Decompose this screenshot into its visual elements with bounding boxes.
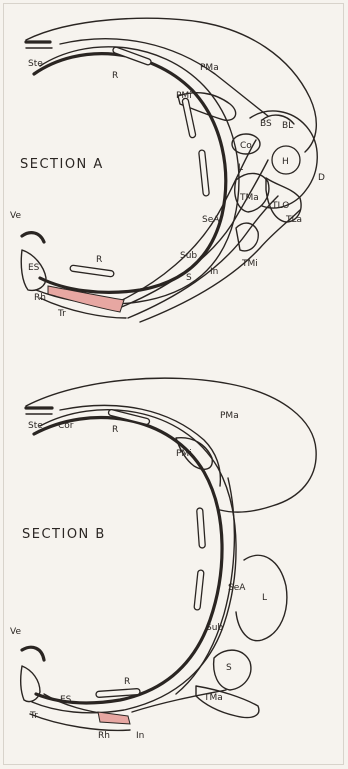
label-a-tma: TMa [239, 193, 259, 203]
label-a-in: In [210, 267, 218, 277]
label-b-pma: PMa [220, 411, 239, 421]
label-a-pma: PMa [200, 63, 219, 73]
label-a-ste: Ste [28, 59, 43, 69]
section-b-rib-2 [197, 508, 206, 548]
section-a-labels: SECTION A Ste R PMa PMi BS BL Co H D L T… [10, 59, 325, 319]
label-a-d: D [318, 173, 325, 183]
label-a-tla: TLa [285, 215, 302, 225]
section-b-rhomboid-highlight [98, 712, 130, 724]
section-a-pma-outline [26, 18, 316, 152]
label-a-bs: BS [260, 119, 272, 129]
label-b-pmi: PMi [176, 449, 192, 459]
label-a-tmi: TMi [241, 259, 258, 269]
section-a-vertebra-top [22, 233, 44, 242]
label-a-r-upper: R [112, 71, 118, 81]
label-b-in: In [136, 731, 144, 741]
label-b-ve: Ve [10, 627, 21, 637]
label-a-bl: BL [282, 121, 293, 131]
label-b-s: S [226, 663, 232, 673]
section-b-thoracic-wall [34, 418, 222, 703]
section-a-rib-4 [70, 265, 114, 277]
section-a-title: SECTION A [20, 157, 104, 172]
label-a-r-lower: R [96, 255, 102, 265]
label-b-sea: SeA [228, 583, 246, 593]
label-a-tr: Tr [57, 309, 66, 319]
label-b-sub: Sub [206, 623, 223, 633]
label-b-es: ES [60, 695, 72, 705]
label-b-r-lower: R [124, 677, 130, 687]
label-a-co: Co [240, 141, 252, 151]
label-a-tlo: TLO [271, 201, 289, 211]
section-b-vertebra [21, 666, 40, 702]
label-a-pmi: PMi [176, 91, 192, 101]
label-a-s: S [186, 273, 192, 283]
label-a-sea: SeA [202, 215, 220, 225]
section-a-rib-3 [199, 150, 210, 196]
section-b-pma-outline [26, 378, 316, 512]
section-b-outer-wall [32, 410, 236, 713]
label-a-ve: Ve [10, 211, 21, 221]
section-a-rib-2 [182, 98, 196, 138]
section-b-rib-3 [194, 570, 204, 610]
label-b-tr: Tr [29, 711, 38, 721]
label-b-ste: Ste [28, 421, 43, 431]
label-b-rh: Rh [98, 731, 110, 741]
section-a-outer-wall [36, 47, 239, 304]
label-a-l: L [238, 163, 243, 173]
label-a-sub: Sub [180, 251, 197, 261]
label-a-h: H [282, 157, 289, 167]
label-b-tma: TMa [203, 693, 223, 703]
section-b-vertebra-top [22, 647, 44, 660]
label-b-l: L [262, 593, 267, 603]
label-b-cor: Cor [58, 421, 74, 431]
section-b-title: SECTION B [22, 527, 106, 542]
label-a-rh: Rh [34, 293, 46, 303]
section-a-pma-inner [60, 39, 268, 116]
label-b-r-upper: R [112, 425, 118, 435]
section-b-subscapularis [214, 650, 251, 690]
section-a-in-body [236, 223, 258, 251]
label-a-es: ES [28, 263, 40, 273]
